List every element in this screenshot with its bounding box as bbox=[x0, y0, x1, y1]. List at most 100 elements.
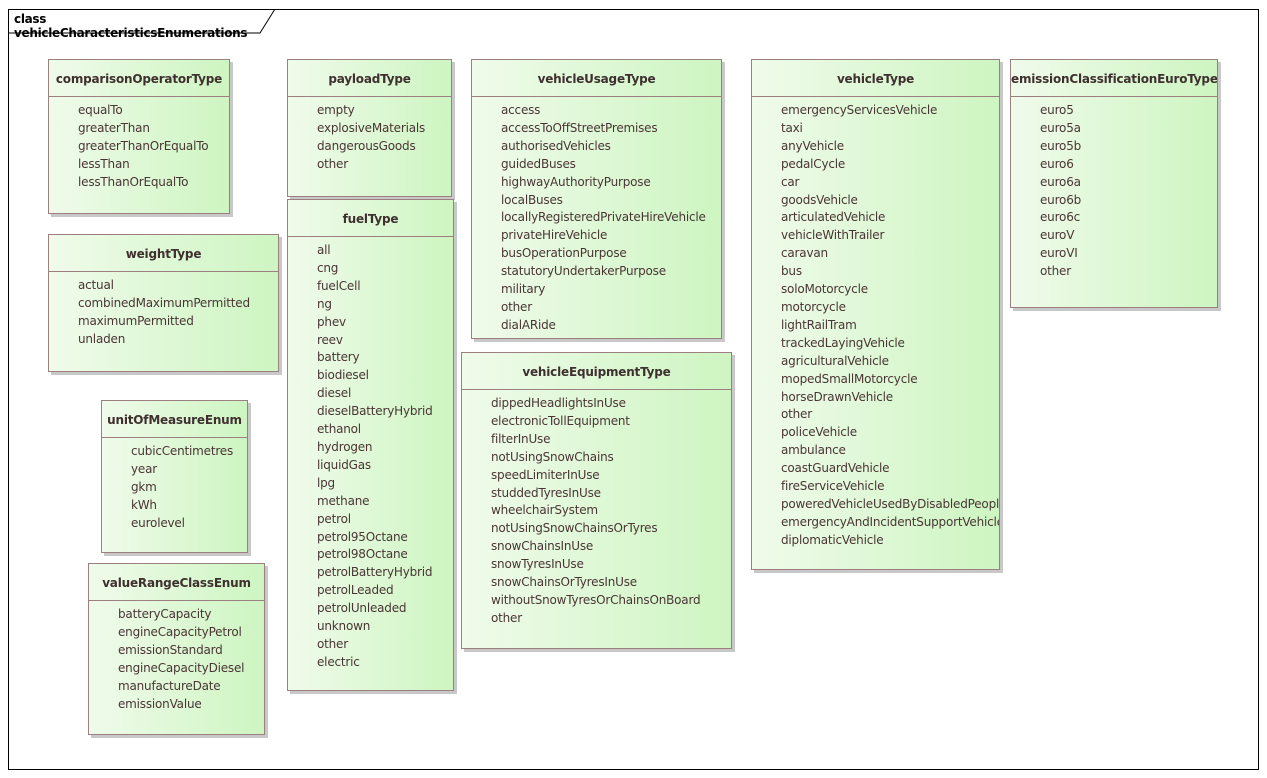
enum-value: articulatedVehicle bbox=[781, 210, 886, 225]
enum-value: year bbox=[131, 461, 157, 476]
enum-value: dangerousGoods bbox=[317, 138, 416, 153]
enum-value: greaterThanOrEqualTo bbox=[78, 138, 209, 153]
enum-value: cubicCentimetres bbox=[131, 444, 234, 458]
enum-value: other bbox=[317, 156, 348, 171]
enum-value: euro5b bbox=[1040, 138, 1082, 153]
enum-value: ethanol bbox=[317, 422, 361, 437]
enum-value: locallyRegisteredPrivateHireVehicle bbox=[501, 210, 706, 225]
enum-value: lpg bbox=[317, 475, 335, 490]
class-name: emissionClassificationEuroType bbox=[1011, 60, 1217, 97]
enum-value: soloMotorcycle bbox=[781, 282, 868, 297]
enum-value: euro5a bbox=[1040, 120, 1081, 135]
diagram-title-tab: class vehicleCharacteristicsEnumerations bbox=[8, 9, 276, 40]
enum-value: combinedMaximumPermitted bbox=[78, 295, 250, 310]
enum-value: snowTyresInUse bbox=[491, 557, 584, 572]
enum-value: motorcycle bbox=[781, 299, 846, 314]
enum-value: gkm bbox=[131, 479, 157, 494]
enum-value: euroVI bbox=[1040, 246, 1078, 261]
enum-value: fireServiceVehicle bbox=[781, 479, 885, 494]
enum-value: petrolLeaded bbox=[317, 583, 394, 598]
enum-value: caravan bbox=[781, 246, 828, 261]
enum-value: ng bbox=[317, 296, 332, 311]
enum-value: other bbox=[781, 407, 812, 422]
enum-value: liquidGas bbox=[317, 457, 371, 472]
enum-value: military bbox=[501, 282, 546, 297]
enum-value: hydrogen bbox=[317, 439, 373, 454]
enum-value: petrol bbox=[317, 511, 351, 526]
enum-value: empty bbox=[317, 103, 355, 117]
enum-value: pedalCycle bbox=[781, 156, 846, 171]
enum-value: notUsingSnowChainsOrTyres bbox=[491, 521, 658, 536]
enum-value: dialARide bbox=[501, 317, 556, 332]
enum-value: other bbox=[501, 299, 532, 314]
enum-value: guidedBuses bbox=[501, 156, 576, 171]
enum-value: withoutSnowTyresOrChainsOnBoard bbox=[491, 592, 701, 607]
enum-value: petrol95Octane bbox=[317, 529, 408, 544]
enum-value: other bbox=[1040, 264, 1071, 279]
enum-value: notUsingSnowChains bbox=[491, 449, 614, 464]
enum-value: trackedLayingVehicle bbox=[781, 335, 905, 350]
class-name: unitOfMeasureEnum bbox=[102, 401, 247, 438]
enum-value: vehicleWithTrailer bbox=[781, 228, 885, 243]
diagram-title: class vehicleCharacteristicsEnumerations bbox=[14, 12, 248, 40]
enum-value: lightRailTram bbox=[781, 317, 857, 332]
enum-value: equalTo bbox=[78, 103, 123, 117]
title-tab-outline bbox=[8, 9, 276, 34]
enum-value: manufactureDate bbox=[118, 678, 221, 693]
enum-value: battery bbox=[317, 350, 360, 365]
class-name: vehicleUsageType bbox=[472, 60, 721, 97]
enum-value: snowChainsInUse bbox=[491, 539, 594, 554]
enum-value: euro6b bbox=[1040, 192, 1082, 207]
enum-value: statutoryUndertakerPurpose bbox=[501, 264, 666, 279]
enum-value: emissionValue bbox=[118, 696, 202, 711]
enum-value: filterInUse bbox=[491, 431, 551, 446]
enum-value: unladen bbox=[78, 331, 126, 346]
enum-value: maximumPermitted bbox=[78, 313, 194, 328]
enum-value: localBuses bbox=[501, 192, 563, 207]
enum-value: petrol98Octane bbox=[317, 547, 408, 562]
enum-value: petrolBatteryHybrid bbox=[317, 565, 433, 580]
enum-value: other bbox=[491, 610, 522, 625]
enum-value: electric bbox=[317, 654, 360, 669]
enum-value: snowChainsOrTyresInUse bbox=[491, 575, 637, 590]
enum-value: highwayAuthorityPurpose bbox=[501, 174, 651, 189]
enum-value: euro6 bbox=[1040, 156, 1074, 171]
class-name: vehicleEquipmentType bbox=[462, 353, 731, 390]
class-name: fuelType bbox=[288, 200, 453, 237]
class-name: comparisonOperatorType bbox=[49, 60, 229, 97]
enum-value: goodsVehicle bbox=[781, 192, 858, 207]
class-name: payloadType bbox=[288, 60, 451, 97]
enum-value: speedLimiterInUse bbox=[491, 467, 600, 482]
enum-value: authorisedVehicles bbox=[501, 138, 611, 153]
enum-value: euro6c bbox=[1040, 210, 1081, 225]
enum-value: car bbox=[781, 174, 800, 189]
enum-value: dieselBatteryHybrid bbox=[317, 404, 433, 419]
enum-value: bus bbox=[781, 264, 802, 279]
enum-value: studdedTyresInUse bbox=[491, 485, 601, 500]
enum-class-unitOfMeasureEnum[interactable]: unitOfMeasureEnum cubicCentimetres year gkm… bbox=[101, 400, 248, 553]
enum-value: cng bbox=[317, 260, 339, 275]
enum-class-comparisonOperatorType[interactable]: comparisonOperatorType equalTo greaterThan… bbox=[48, 59, 230, 214]
enum-value: poweredVehicleUsedByDisabledPeople bbox=[781, 496, 1000, 511]
enum-value: lessThan bbox=[78, 156, 130, 171]
class-name: valueRangeClassEnum bbox=[89, 564, 264, 601]
enum-value: emergencyAndIncidentSupportVehicle bbox=[781, 514, 1000, 529]
enum-value: wheelchairSystem bbox=[491, 503, 598, 518]
enum-value: other bbox=[317, 636, 348, 651]
enum-value: batteryCapacity bbox=[118, 607, 212, 621]
enum-value: biodiesel bbox=[317, 368, 369, 383]
